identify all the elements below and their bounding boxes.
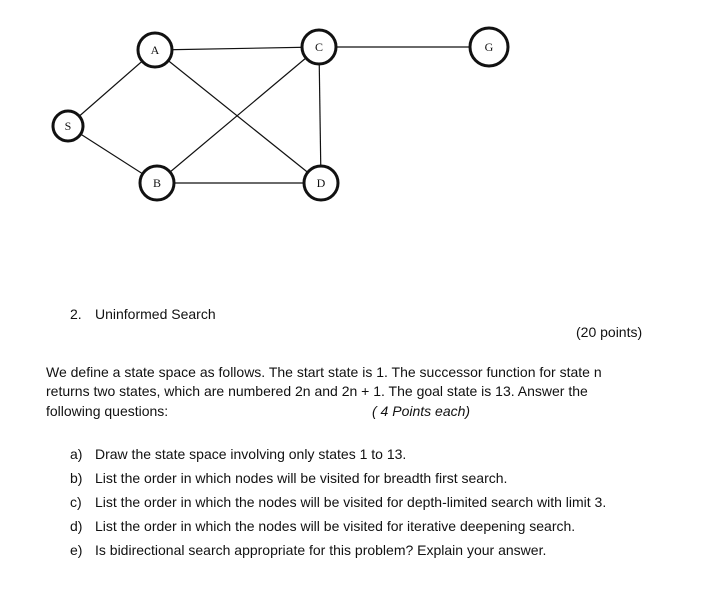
node-label-b: B xyxy=(153,176,161,190)
node-c xyxy=(300,28,338,66)
edge-s-a xyxy=(67,49,156,127)
node-label-g: G xyxy=(485,40,494,54)
question-letter-e: e) xyxy=(70,542,83,558)
problem-text-line-3: following questions: xyxy=(46,403,169,419)
problem-text-line-1: We define a state space as follows. The … xyxy=(46,364,602,380)
node-d xyxy=(302,164,340,202)
section-title: Uninformed Search xyxy=(95,306,216,322)
edge-a-c xyxy=(154,46,320,51)
graph-nodes xyxy=(51,26,510,202)
graph-diagram: S A B C D G xyxy=(51,26,510,202)
node-b xyxy=(138,164,176,202)
question-letter-a: a) xyxy=(70,446,83,462)
node-label-s: S xyxy=(65,119,72,133)
question-text-e: Is bidirectional search appropriate for … xyxy=(95,542,547,558)
node-label-c: C xyxy=(315,40,323,54)
question-letter-d: d) xyxy=(70,518,83,534)
question-text-a: Draw the state space involving only stat… xyxy=(95,446,407,462)
edge-a-d xyxy=(154,49,322,184)
graph-node-labels: S A B C D G xyxy=(65,40,494,190)
node-a xyxy=(136,31,174,69)
section-number: 2. xyxy=(70,306,82,322)
edge-b-c xyxy=(156,46,320,184)
graph-edges xyxy=(67,46,489,184)
node-g xyxy=(468,26,510,68)
problem-text-line-2: returns two states, which are numbered 2… xyxy=(46,383,588,399)
edge-c-d xyxy=(318,46,322,184)
points-per-question: ( 4 Points each) xyxy=(372,403,471,419)
node-label-a: A xyxy=(151,43,160,57)
question-letter-c: c) xyxy=(70,494,82,510)
section-points: (20 points) xyxy=(576,324,643,340)
node-label-d: D xyxy=(317,176,326,190)
question-text-d: List the order in which the nodes will b… xyxy=(95,518,576,534)
question-text-b: List the order in which nodes will be vi… xyxy=(95,470,508,486)
question-text-c: List the order in which the nodes will b… xyxy=(95,494,607,510)
question-letter-b: b) xyxy=(70,470,83,486)
node-s xyxy=(51,109,85,143)
